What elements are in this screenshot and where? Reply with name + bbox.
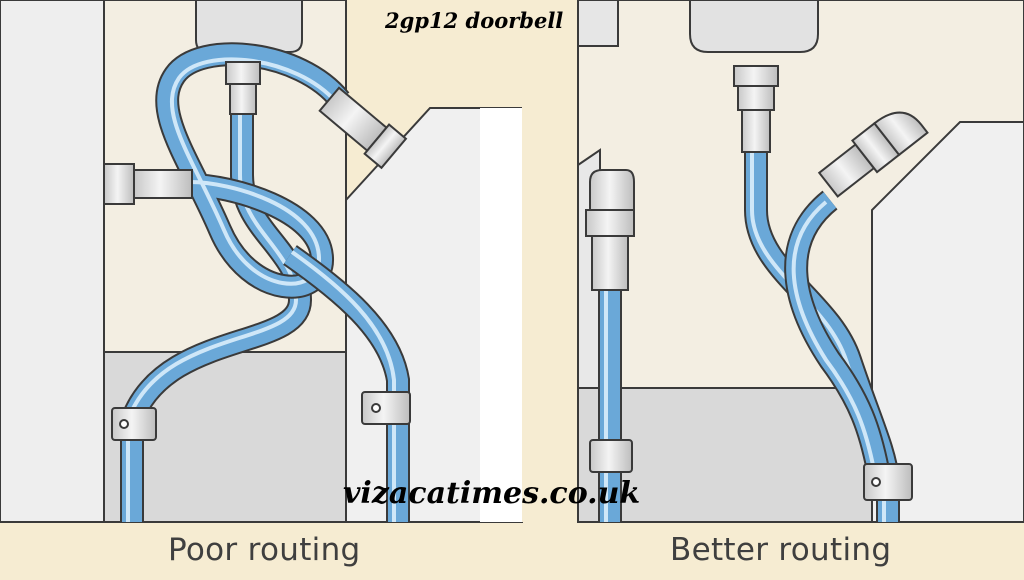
better-routing-panel — [577, 0, 1024, 523]
right-clamp-right — [863, 463, 913, 501]
top-fitting — [225, 61, 261, 115]
clamp-left — [111, 407, 157, 441]
caption-better-routing: Better routing — [670, 532, 892, 568]
clamp-right — [361, 391, 411, 425]
poor-routing-panel — [0, 0, 523, 523]
right-top-component — [689, 0, 819, 53]
top-component — [195, 0, 303, 53]
angled-fitting — [318, 86, 408, 170]
left-elbow-fitting — [585, 169, 635, 291]
caption-poor-routing: Poor routing — [168, 532, 361, 568]
left-wall — [0, 0, 105, 523]
side-fitting — [103, 163, 193, 205]
panel-divider — [522, 0, 578, 522]
watermark-bottom-text: vizacatimes.co.uk — [343, 476, 641, 511]
right-equipment-block — [871, 121, 1024, 523]
watermark-top-text: 2gp12 doorbell — [385, 8, 564, 33]
angled-elbow-fitting — [817, 111, 929, 198]
right-top-fitting — [733, 65, 779, 153]
right-clamp-left — [589, 439, 633, 473]
